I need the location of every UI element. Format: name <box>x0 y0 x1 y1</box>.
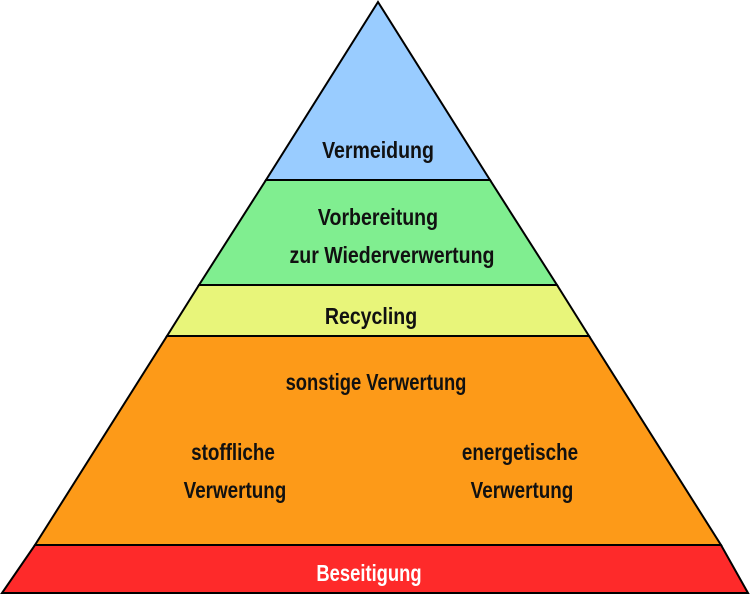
level-sonstige-verwertung <box>33 335 723 546</box>
label-sonstige-verwertung: sonstige Verwertung <box>286 370 467 395</box>
level-vorbereitung <box>197 179 559 286</box>
label-vorbereitung-line1: Vorbereitung <box>318 205 438 231</box>
label-energetische-line2: Verwertung <box>471 478 574 503</box>
level-beseitigung <box>0 544 750 594</box>
label-energetische-line1: energetische <box>462 440 578 465</box>
label-stoffliche-line2: Verwertung <box>184 478 287 503</box>
label-stoffliche-line1: stoffliche <box>191 440 275 465</box>
label-vermeidung: Vermeidung <box>322 138 434 164</box>
label-recycling: Recycling <box>325 304 417 330</box>
label-vorbereitung-line2: zur Wiederverwertung <box>290 243 495 269</box>
label-beseitigung: Beseitigung <box>316 561 421 586</box>
